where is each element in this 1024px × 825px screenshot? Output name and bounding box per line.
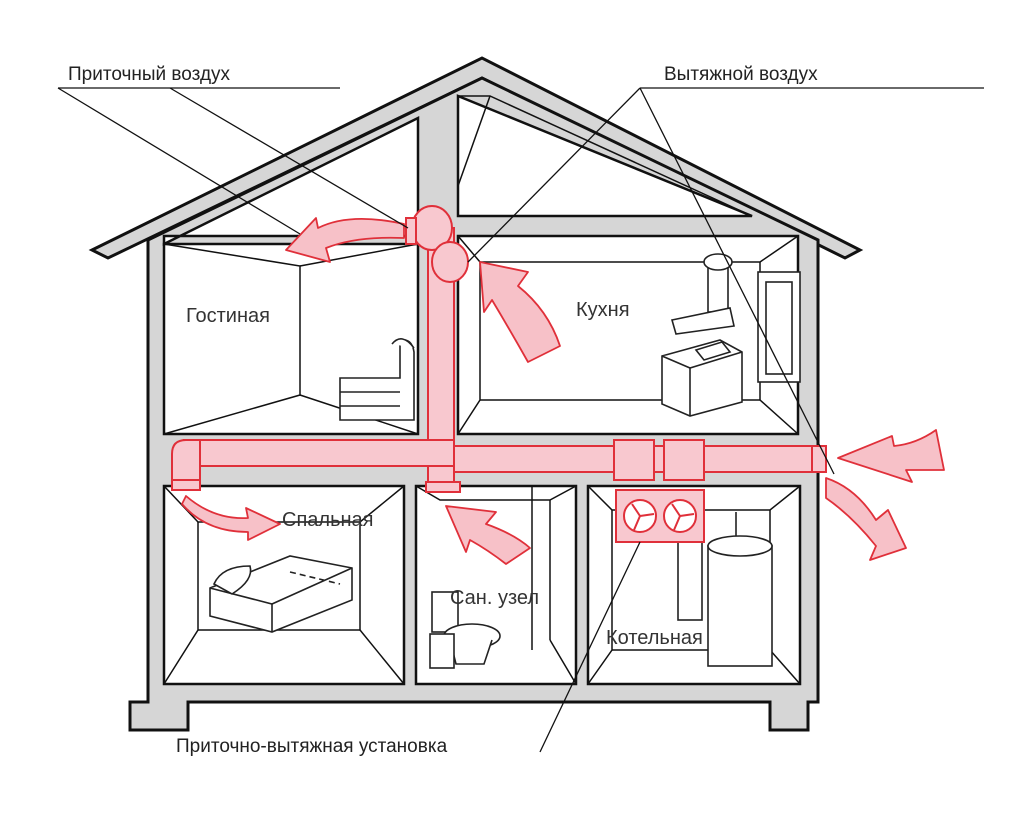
exhaust-arrow-bathroom xyxy=(445,505,531,565)
supply-air-label: Приточный воздух xyxy=(68,64,231,85)
kitchen-persp5 xyxy=(759,399,799,435)
fan-icon xyxy=(663,499,697,533)
duct-diffuser-left xyxy=(171,479,201,491)
bedroom-persp xyxy=(163,485,405,523)
outdoor-exhaust-arrow xyxy=(825,477,907,561)
boiler-persp5 xyxy=(769,649,801,685)
fan-icon xyxy=(623,499,657,533)
room-label-living: Гостиная xyxy=(186,305,270,327)
duct-supply-vent xyxy=(405,217,417,245)
armchair-icon xyxy=(339,338,415,421)
exhaust-arrow-kitchen xyxy=(479,261,561,363)
leader-ahu xyxy=(539,541,641,753)
room-label-boiler: Котельная xyxy=(606,627,703,649)
duct-bath-vent xyxy=(425,481,461,493)
supply-arrow-living xyxy=(285,217,405,263)
kitchen-persp xyxy=(457,235,799,263)
leader-exhaust-1 xyxy=(467,87,641,263)
air-ducts xyxy=(171,205,827,543)
cooker-hood-icon xyxy=(670,253,735,335)
leader-exhaust-2 xyxy=(639,87,835,475)
leader-supply-2 xyxy=(169,87,409,229)
horizontal-duct-left xyxy=(183,439,455,467)
bath-persp3 xyxy=(549,639,577,685)
air-flow-arrows xyxy=(181,217,945,565)
living-room-persp xyxy=(163,243,301,435)
stove-icon xyxy=(661,339,743,417)
duct-outlet xyxy=(811,445,827,473)
room-label-kitchen: Кухня xyxy=(576,299,630,321)
duct-elbow-1 xyxy=(613,439,655,481)
duct-elbow-left xyxy=(171,439,201,481)
duct-elbow-2 xyxy=(663,439,705,481)
ahu-label: Приточно-вытяжная установка xyxy=(176,736,448,757)
attic-right xyxy=(456,94,753,218)
outdoor-intake-arrow xyxy=(837,429,945,483)
duct-exhaust-vent xyxy=(431,241,469,283)
kitchen-room xyxy=(456,234,800,436)
roof xyxy=(88,56,864,260)
bed-icon xyxy=(209,555,353,633)
bedroom-persp5 xyxy=(359,629,405,685)
living-room-persp2 xyxy=(299,243,419,267)
room-label-bathroom: Сан. узел xyxy=(450,587,539,609)
leader-lines xyxy=(57,87,984,753)
toilet-icon xyxy=(429,591,501,669)
leader-supply-1 xyxy=(57,87,301,235)
exhaust-air-label: Вытяжной воздух xyxy=(664,64,818,85)
attic-right-diag xyxy=(457,95,491,187)
room-label-bedroom: Спальная xyxy=(282,509,373,531)
supply-arrow-bedroom xyxy=(181,495,281,541)
